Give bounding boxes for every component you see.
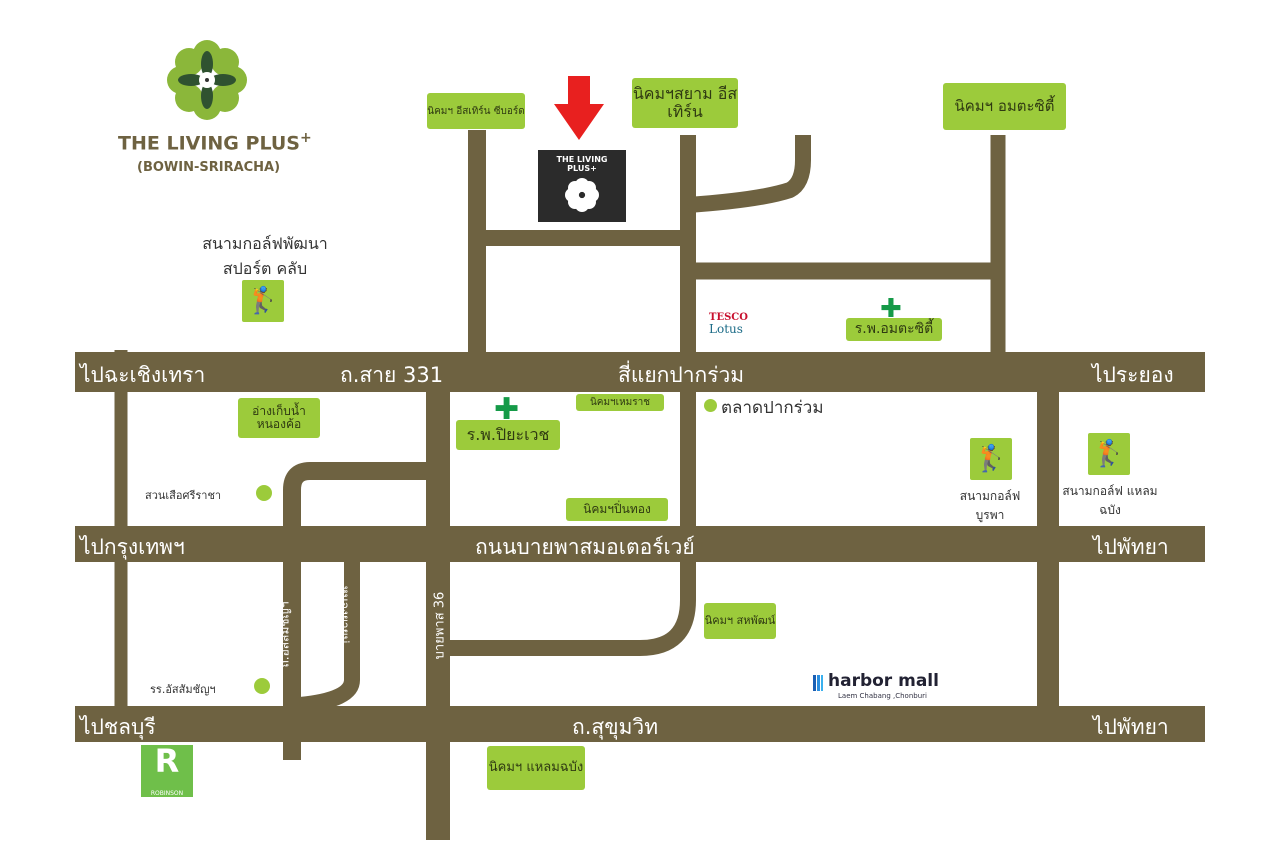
road-label: หนองยายบู่ (337, 585, 352, 644)
marker-flower-icon (565, 178, 599, 212)
place-hemaraj: นิคมฯเหมราช (576, 394, 664, 411)
hospital-cross-icon: ✚ (494, 392, 520, 427)
harbor-mall-logo-icon (813, 675, 823, 691)
place-golf-burapha: สนามกอล์ฟ บูรพา (959, 489, 1021, 522)
road-label: บายพาส 36 (432, 591, 448, 660)
place-amata-city: นิคมฯ อมตะซิตี้ (943, 83, 1066, 130)
road (687, 135, 811, 213)
place-siam-eastern: นิคมฯสยาม อีสเทิร์น (632, 78, 738, 128)
road-label: ไประยอง (1092, 363, 1174, 387)
place-golf-laemchabang: สนามกอล์ฟ แหลมฉบัง (1062, 484, 1158, 517)
tesco-logo: TESCO (709, 312, 748, 323)
place-golf-pattana: สนามกอล์ฟพัฒนา สปอร์ต คลับ (202, 234, 328, 278)
golf-icon: 🏌 (242, 280, 284, 322)
place-pakruam-market: ตลาดปากร่วม (721, 398, 824, 418)
harbor-mall-subtitle: Laem Chabang ,Chonburi (838, 692, 927, 700)
place-pinthong: นิคมฯปิ่นทอง (566, 498, 668, 521)
school-dot-icon (254, 678, 270, 694)
place-laemchabang-ie: นิคมฯ แหลมฉบัง (487, 746, 585, 790)
road (440, 135, 696, 656)
road-label: ถ.สุขุมวิท (572, 715, 659, 739)
place-amata-hospital: ร.พ.อมตะซิตี้ (846, 318, 942, 341)
road-label: ถ.อัสสัมชัญฯ (277, 601, 292, 668)
place-reservoir: อ่างเก็บน้ำ หนองค้อ (238, 398, 320, 438)
place-ie-eastern-seaboard: นิคมฯ อีสเทิร์น ซีบอร์ด (427, 93, 525, 129)
place-tiger-zoo: สวนเสือศรีราชา (145, 489, 222, 502)
place-piyavate-hospital: ร.พ.ปิยะเวช (456, 420, 560, 450)
brand-logo-flower (167, 40, 247, 120)
road-label: ไปชลบุรี (80, 715, 156, 739)
golf-icon: 🏌 (970, 438, 1012, 480)
brand-subtitle: (BOWIN-SRIRACHA) (137, 160, 281, 175)
market-dot-icon (704, 399, 717, 412)
marker-label: THE LIVING PLUS+ (556, 155, 608, 173)
road-label: ถนนบายพาสมอเตอร์เวย์ (475, 535, 695, 559)
road (283, 462, 438, 760)
road-label: ไปพัทยา (1093, 715, 1169, 739)
road-label: สี่แยกปากร่วม (618, 363, 745, 387)
road-label: ไปฉะเชิงเทรา (80, 363, 206, 387)
place-sahapat: นิคมฯ สหพัฒน์ (704, 603, 776, 639)
road-label: ถ.สาย 331 (340, 363, 444, 387)
harbor-mall-label: harbor mall (828, 671, 939, 691)
road-label: ไปกรุงเทพฯ (80, 535, 185, 559)
tiger-zoo-dot-icon (256, 485, 272, 501)
golf-icon: 🏌 (1088, 433, 1130, 475)
road-label: ไปพัทยา (1093, 535, 1169, 559)
hospital-cross-icon: ✚ (880, 294, 902, 324)
road (299, 562, 360, 713)
location-arrow-icon (554, 76, 604, 140)
lotus-logo: Lotus (709, 322, 743, 336)
place-assumption-school: รร.อัสสัมชัญฯ (150, 683, 216, 696)
brand-title: THE LIVING PLUS+ (118, 130, 312, 155)
